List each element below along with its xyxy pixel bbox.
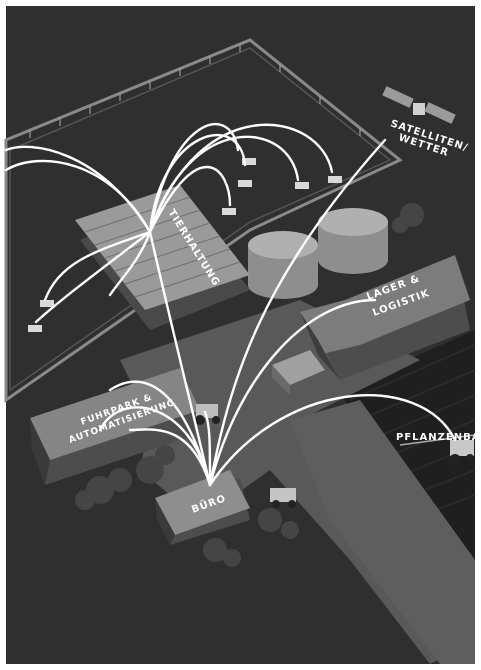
label-pflanzenbau: PFLANZENBAU: [396, 432, 481, 443]
